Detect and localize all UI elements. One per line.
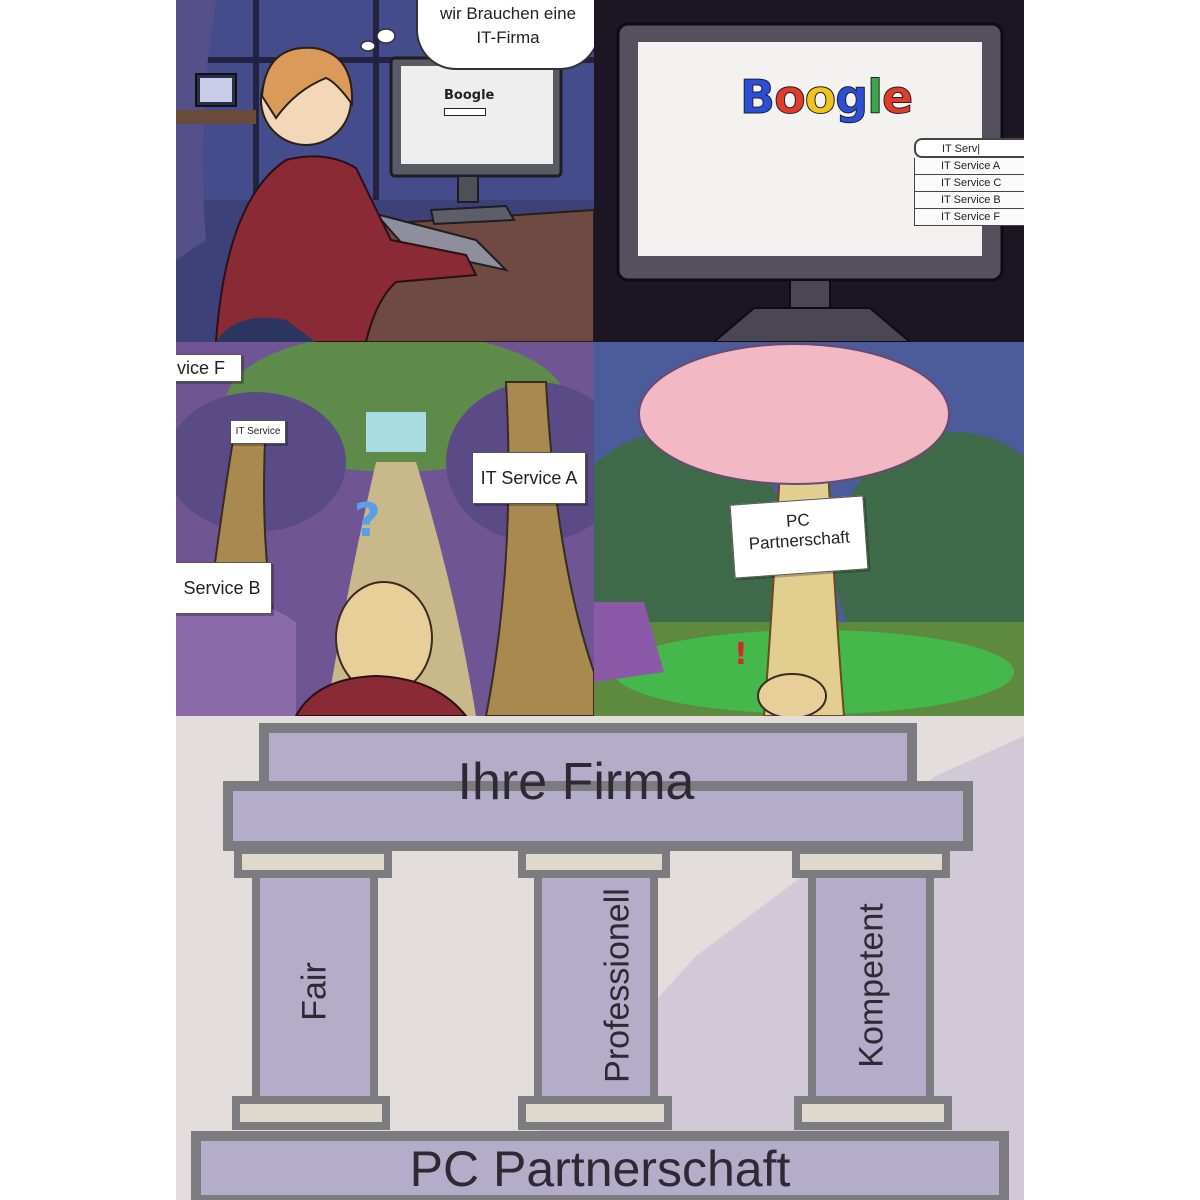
pillar-label-kompetent: Kompetent bbox=[852, 903, 891, 1068]
logo-letter: g bbox=[835, 70, 869, 125]
search-dropdown: IT Serv| IT Service A IT Service C IT Se… bbox=[914, 138, 1024, 226]
pillar-label-professionell: Professionell bbox=[598, 888, 637, 1083]
panel-temple: Ihre Firma Fair Professionell Kompetent … bbox=[176, 716, 1024, 1200]
temple-drawing bbox=[176, 716, 1024, 1200]
panel-forest-path: ? vice F IT Service IT Service A Service… bbox=[176, 342, 594, 716]
panel-monitor: Boogle IT Serv| IT Service A IT Service … bbox=[594, 0, 1024, 342]
comic-page: Boogle wir Brauchen eine IT-Firma Boogle… bbox=[176, 0, 1024, 1200]
suggestion-item[interactable]: IT Service A bbox=[914, 158, 1024, 175]
logo-letter: B bbox=[739, 70, 775, 125]
search-input-value: IT Serv| bbox=[942, 143, 981, 155]
logo-letter: o bbox=[804, 70, 837, 125]
sign-pc-partnerschaft: PC Partnerschaft bbox=[729, 495, 869, 579]
suggestion-item[interactable]: IT Service B bbox=[914, 192, 1024, 209]
thought-dots bbox=[360, 28, 396, 52]
sign-service-b: Service B bbox=[176, 562, 272, 614]
logo-letter: e bbox=[881, 70, 913, 125]
svg-text:?: ? bbox=[354, 493, 381, 547]
pillar-label-fair: Fair bbox=[295, 962, 334, 1021]
suggestion-item[interactable]: IT Service C bbox=[914, 175, 1024, 192]
logo-letter: o bbox=[774, 70, 807, 125]
thought-bubble: wir Brauchen eine IT-Firma bbox=[416, 0, 594, 70]
sign-it-service-small: IT Service bbox=[230, 420, 286, 444]
search-input[interactable]: IT Serv| bbox=[914, 138, 1024, 158]
thought-line-1: wir Brauchen eine bbox=[439, 4, 577, 23]
screen-search-box bbox=[444, 108, 486, 116]
logo-letter: l bbox=[867, 70, 884, 125]
sign-service-a: IT Service A bbox=[472, 452, 586, 504]
foundation-title: PC Partnerschaft bbox=[409, 1141, 791, 1197]
boogle-logo: Boogle bbox=[739, 70, 913, 125]
forest-path-scene: ? bbox=[176, 342, 594, 716]
panel-tree: ! PC Partnerschaft bbox=[594, 342, 1024, 716]
screen-logo: Boogle bbox=[444, 88, 495, 103]
panel-office: Boogle wir Brauchen eine IT-Firma bbox=[176, 0, 594, 342]
thought-line-2: IT-Firma bbox=[476, 28, 540, 47]
suggestion-item[interactable]: IT Service F bbox=[914, 209, 1024, 226]
roof-title: Ihre Firma bbox=[457, 753, 695, 811]
sign-service-f: vice F bbox=[176, 354, 242, 382]
svg-text:!: ! bbox=[734, 637, 748, 672]
